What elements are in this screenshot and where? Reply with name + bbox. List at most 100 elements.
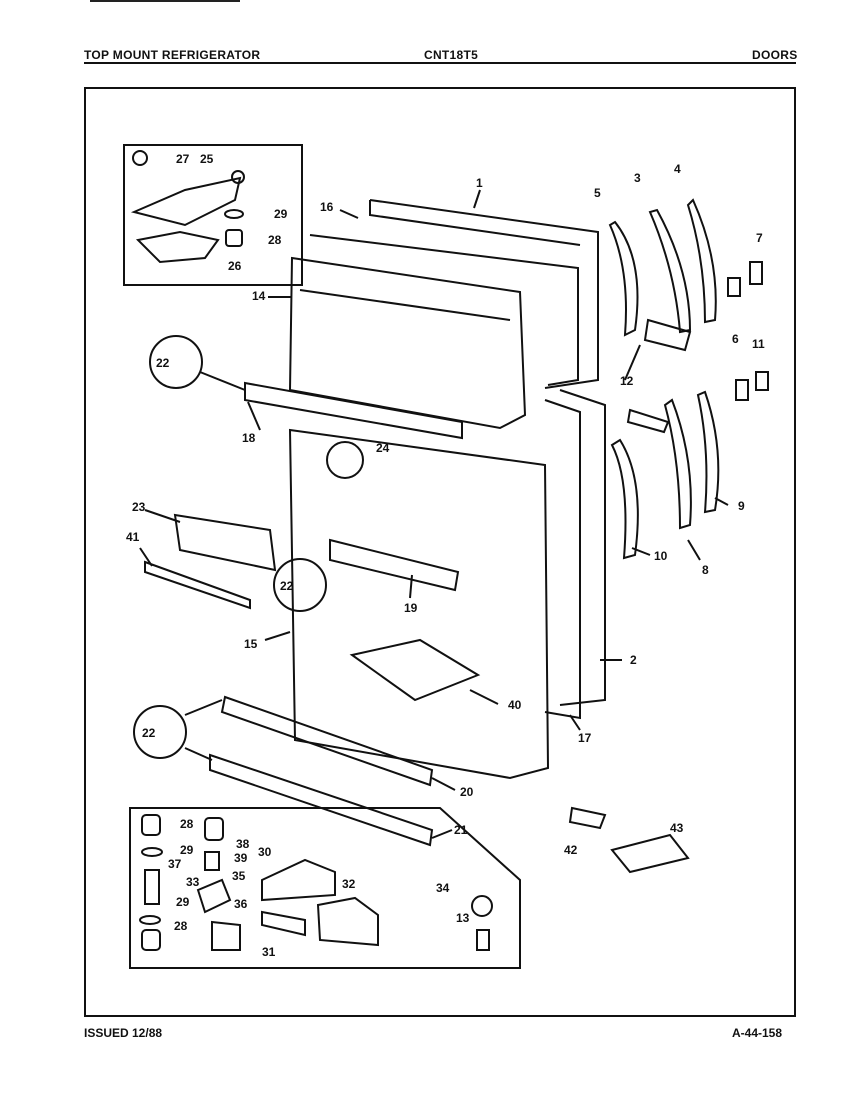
leader-40 — [469, 689, 499, 705]
callout-43: 43 — [670, 821, 684, 835]
callout-22b: 22 — [280, 579, 294, 593]
callout-19: 19 — [404, 601, 418, 615]
detail-circle-24 — [326, 441, 364, 479]
leader-19 — [409, 574, 413, 599]
cap-34 — [471, 895, 493, 917]
callout-18: 18 — [242, 431, 256, 445]
callout-15: 15 — [244, 637, 258, 651]
fresh-food-door-outer-2 — [559, 389, 606, 706]
leader-22c — [184, 699, 223, 761]
callout-33: 33 — [186, 875, 200, 889]
callout-13: 13 — [456, 911, 470, 925]
spacer-39 — [204, 851, 220, 871]
screw-27 — [132, 150, 148, 166]
handle-4 — [686, 198, 717, 324]
bracket-42 — [568, 806, 607, 830]
hinge-shim-26 — [135, 230, 220, 264]
leader-20 — [431, 777, 456, 791]
trim-20 — [220, 695, 434, 787]
header-rule — [84, 62, 796, 64]
callout-11: 11 — [752, 337, 765, 351]
freezer-shelf — [299, 289, 511, 321]
freezer-door-edge — [369, 200, 581, 246]
fresh-food-liner-15 — [288, 428, 550, 780]
washer-29c — [139, 915, 161, 925]
leader-1 — [473, 189, 481, 209]
inset-top-hinge — [123, 144, 303, 286]
callout-10: 10 — [654, 549, 668, 563]
callout-41: 41 — [126, 530, 140, 544]
hinge-30 — [261, 858, 336, 902]
diagram-frame — [84, 87, 796, 1017]
callout-22c: 22 — [142, 726, 156, 740]
leader-23 — [144, 509, 181, 523]
leader-16 — [339, 209, 359, 219]
plate-43 — [610, 833, 690, 874]
callout-16: 16 — [320, 200, 334, 214]
callout-6: 6 — [732, 332, 739, 346]
freezer-gasket-16 — [309, 234, 579, 386]
callout-26: 26 — [228, 259, 242, 273]
hinge-32 — [316, 896, 379, 947]
callout-27: 27 — [176, 152, 190, 166]
detail-circle-22b — [273, 558, 327, 612]
shim-31 — [261, 910, 306, 937]
callout-36: 36 — [234, 897, 248, 911]
callout-35: 35 — [232, 869, 246, 883]
door-shelf-19 — [329, 538, 460, 592]
callout-42: 42 — [564, 843, 578, 857]
spacer-33 — [144, 869, 160, 905]
leader-22a — [199, 371, 246, 391]
leader-12 — [624, 344, 641, 381]
leader-18 — [247, 401, 261, 431]
handle-10 — [610, 438, 639, 560]
freezer-door-trim-18 — [244, 381, 463, 440]
callout-24: 24 — [376, 441, 390, 455]
leader-21 — [431, 829, 453, 839]
callout-29a: 29 — [274, 207, 288, 221]
callout-21: 21 — [454, 823, 468, 837]
callout-29c: 29 — [176, 895, 190, 909]
pin-13 — [476, 929, 490, 951]
trim-41 — [144, 560, 251, 610]
freezer-door-outer-1 — [369, 199, 599, 389]
issued-date: ISSUED 12/88 — [84, 1026, 163, 1040]
washer-29 — [224, 209, 244, 219]
callout-31: 31 — [262, 945, 276, 959]
callout-29b: 29 — [180, 843, 194, 857]
callout-20: 20 — [460, 785, 474, 799]
callout-30: 30 — [258, 845, 272, 859]
bushing-38 — [204, 817, 224, 841]
callout-7: 7 — [756, 231, 763, 245]
freezer-liner-14 — [288, 256, 527, 430]
bushing-28c — [141, 929, 161, 951]
leader-10 — [631, 547, 651, 556]
drawing-number: A-44-158 — [732, 1026, 783, 1040]
bracket-12b — [626, 408, 670, 434]
leader-9 — [714, 497, 729, 506]
callout-37: 37 — [168, 857, 182, 871]
callout-28b: 28 — [180, 817, 194, 831]
leader-8 — [687, 539, 701, 561]
callout-32: 32 — [342, 877, 356, 891]
handle-8 — [663, 398, 692, 530]
cap-11 — [755, 371, 769, 391]
hinge-pin — [231, 170, 245, 184]
bracket-35 — [196, 878, 232, 914]
callout-9: 9 — [738, 499, 745, 513]
callout-25: 25 — [200, 152, 214, 166]
header-section: DOORS — [752, 48, 798, 62]
callout-5: 5 — [594, 186, 601, 200]
fresh-food-gasket-17 — [544, 399, 581, 720]
trim-21 — [209, 753, 434, 847]
washer-29b — [141, 847, 163, 857]
callout-4: 4 — [674, 162, 681, 176]
callout-14: 14 — [252, 289, 266, 303]
bushing-28b — [141, 814, 161, 836]
hinge-plate-25 — [130, 176, 242, 227]
bracket-12a — [643, 318, 692, 352]
callout-23: 23 — [132, 500, 146, 514]
detail-circle-22a — [149, 335, 203, 389]
callout-22a: 22 — [156, 356, 170, 370]
callout-38: 38 — [236, 837, 250, 851]
